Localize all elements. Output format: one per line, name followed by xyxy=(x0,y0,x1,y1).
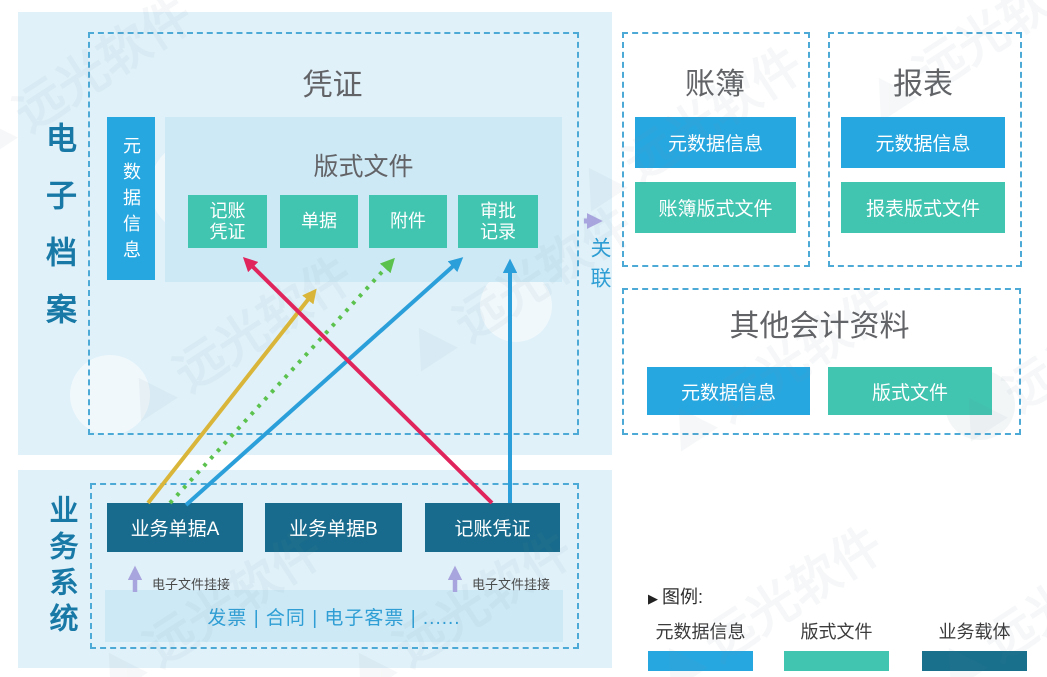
legend-swatch-blue xyxy=(648,651,753,671)
watermark-logo-icon xyxy=(0,105,18,162)
other-layout-box: 版式文件 xyxy=(828,367,992,415)
legend-item-layout-file: 版式文件 xyxy=(784,618,889,671)
attach-label-right: 电子文件挂接 xyxy=(472,577,551,592)
layout-item-document: 单据 xyxy=(280,195,358,248)
legend-swatch-dark xyxy=(922,651,1027,671)
layout-item-attachment: 附件 xyxy=(369,195,447,248)
legend-item-business-carrier: 业务载体 xyxy=(922,618,1027,671)
ledger-group-box xyxy=(622,32,810,267)
report-group-box xyxy=(828,32,1022,267)
attach-label-left: 电子文件挂接 xyxy=(152,577,231,592)
relation-label: 关联 xyxy=(588,237,611,297)
report-layout-box: 报表版式文件 xyxy=(841,182,1005,233)
legend-item-metadata: 元数据信息 xyxy=(648,618,753,671)
legend-label: 元数据信息 xyxy=(655,622,746,642)
ledger-layout-box: 账簿版式文件 xyxy=(635,182,796,233)
layout-item-approval-record: 审批 记录 xyxy=(458,195,538,248)
legend-swatch-teal xyxy=(784,651,889,671)
legend-title: ▶ 图例: xyxy=(648,583,703,609)
voucher-title: 凭证 xyxy=(302,69,363,102)
other-metadata-box: 元数据信息 xyxy=(647,367,810,415)
business-doc-a-box: 业务单据A xyxy=(107,503,243,552)
business-voucher-box: 记账凭证 xyxy=(425,503,560,552)
legend-title-text: 图例: xyxy=(662,587,704,607)
other-materials-group-box xyxy=(622,288,1021,435)
ledger-title: 账簿 xyxy=(685,68,745,101)
archive-side-label: 电子档案 xyxy=(41,122,76,350)
ledger-metadata-box: 元数据信息 xyxy=(635,117,796,168)
voucher-metadata-box: 元数据信息 xyxy=(107,117,155,280)
business-doc-b-box: 业务单据B xyxy=(265,503,402,552)
business-side-label: 业务系统 xyxy=(45,495,77,639)
business-carriers-strip: 发票 | 合同 | 电子客票 | ...... xyxy=(105,590,563,642)
legend-marker-icon: ▶ xyxy=(648,591,658,606)
legend-label: 版式文件 xyxy=(800,622,873,642)
other-materials-title: 其他会计资料 xyxy=(729,310,910,343)
report-metadata-box: 元数据信息 xyxy=(841,117,1005,168)
legend-label: 业务载体 xyxy=(938,622,1011,642)
layout-item-accounting-voucher: 记账 凭证 xyxy=(188,195,267,248)
layout-file-title: 版式文件 xyxy=(313,153,414,181)
report-title: 报表 xyxy=(893,68,953,101)
